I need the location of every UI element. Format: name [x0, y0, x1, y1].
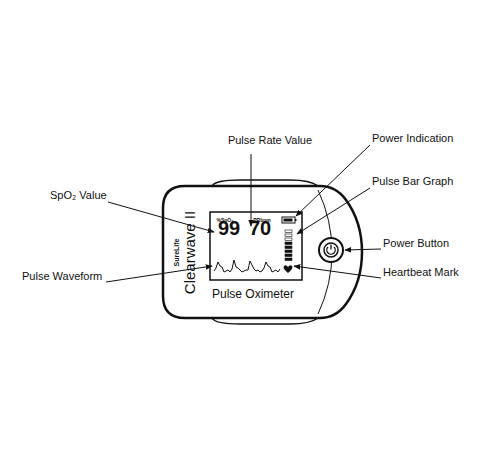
leader-lines [106, 145, 381, 282]
power-button [319, 238, 343, 262]
finger-clip-top [212, 180, 318, 186]
callout-label: Power Button [383, 238, 449, 249]
pulse-rate-unit: PRbpm [253, 218, 271, 223]
spo2-unit: %SpO₂ [217, 218, 234, 223]
battery-icon [282, 217, 295, 223]
model-name: Clearwave II [183, 210, 198, 293]
pulse-waveform [214, 260, 280, 272]
callout-label: Pulse Bar Graph [372, 176, 453, 187]
callout-label: Pulse Rate Value [228, 135, 312, 146]
finger-clip-bottom [212, 318, 318, 324]
brand-name: SureLife [172, 238, 179, 266]
callout-label: Heartbeat Mark [383, 267, 459, 278]
pulse-bar-graph [285, 230, 292, 261]
display-screen [210, 212, 302, 280]
callout-label: Pulse Waveform [22, 271, 102, 282]
callout-label: SpO₂ Value [50, 190, 107, 201]
heartbeat-mark [284, 265, 293, 273]
device-label: Pulse Oximeter [212, 288, 294, 300]
callout-label: Power Indication [372, 133, 453, 144]
device-housing [163, 186, 362, 318]
